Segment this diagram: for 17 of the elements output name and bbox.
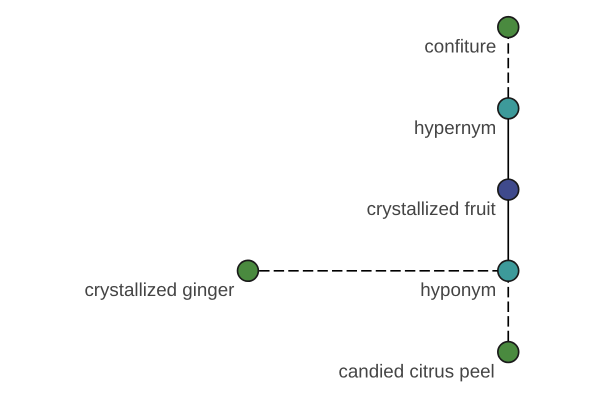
connector: [507, 282, 510, 342]
node-circle: [497, 340, 520, 364]
connector: [259, 270, 498, 272]
connector: [507, 200, 510, 260]
node-label: candied citrus peel: [338, 360, 495, 382]
node-circle: [497, 97, 520, 120]
node-circle: [497, 16, 520, 38]
node-label: crystallized ginger: [84, 279, 234, 300]
connector: [507, 119, 510, 179]
node-label: hypernym: [414, 116, 496, 138]
node-label: hyponym: [420, 279, 496, 300]
node-label: crystallized fruit: [366, 198, 496, 219]
node-label: confiture: [424, 36, 496, 57]
node-circle: [497, 178, 520, 201]
node-circle: [236, 260, 260, 282]
node-circle: [497, 260, 520, 282]
connector: [507, 38, 510, 98]
